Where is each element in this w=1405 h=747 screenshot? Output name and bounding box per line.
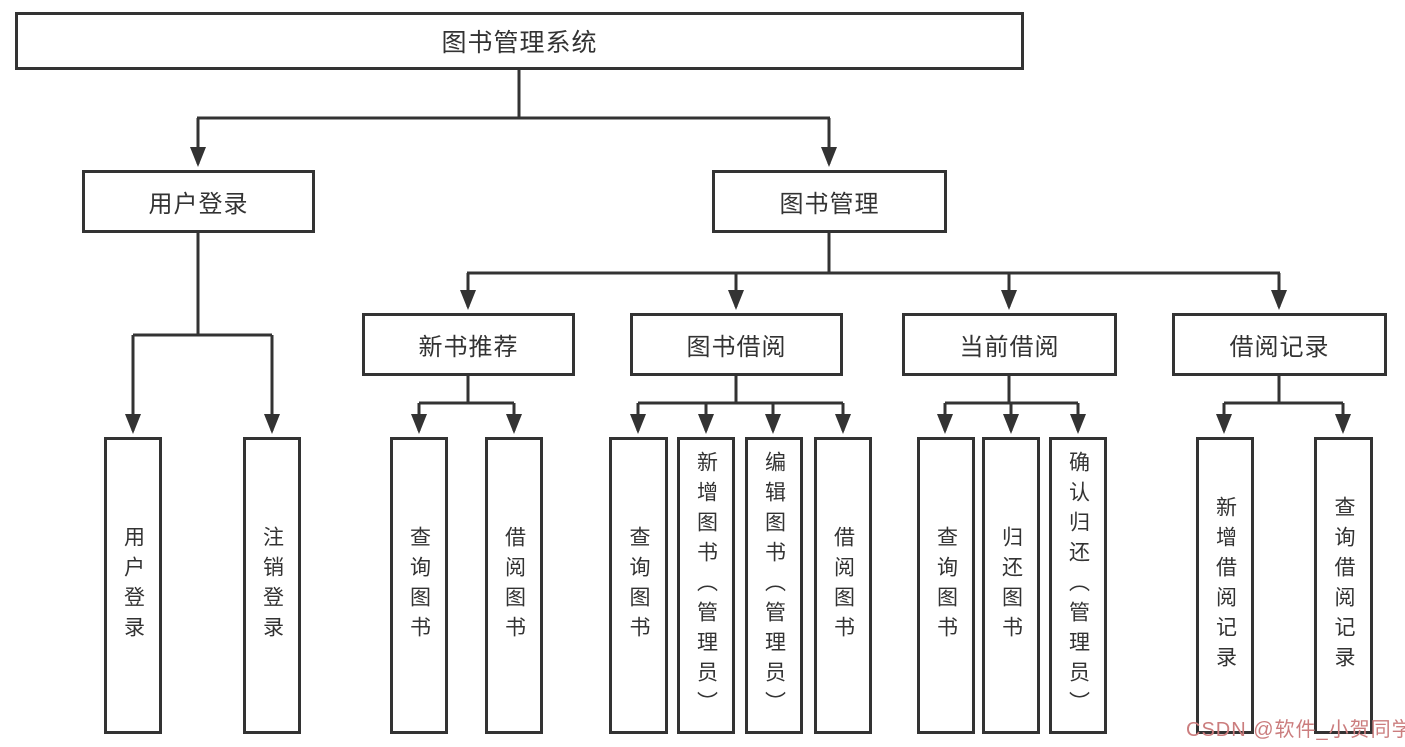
node-borrow-records-label: 借阅记录	[1229, 334, 1330, 361]
leaf-current-confirm-return-admin-label: 确认归还（管理员）	[1066, 450, 1090, 721]
leaf-records-query-record: 查询借阅记录	[1314, 437, 1373, 734]
leaf-records-add-record: 新增借阅记录	[1196, 437, 1254, 734]
node-new-book-recommend-label: 新书推荐	[418, 334, 519, 361]
csdn-watermark: CSDN @软件_小贺同学	[1186, 719, 1405, 741]
leaf-borrow-edit-books-admin-label: 编辑图书（管理员）	[762, 450, 786, 721]
node-borrow-records: 借阅记录	[1172, 313, 1387, 376]
leaf-records-query-record-label: 查询借阅记录	[1332, 495, 1355, 676]
node-root-label: 图书管理系统	[441, 29, 598, 57]
leaf-borrow-edit-books-admin: 编辑图书（管理员）	[745, 437, 803, 734]
node-book-borrow: 图书借阅	[630, 313, 843, 376]
leaf-current-query-books-label: 查询图书	[934, 525, 958, 646]
node-book-management: 图书管理	[712, 170, 947, 233]
leaf-current-return-books-label: 归还图书	[999, 525, 1023, 646]
leaf-borrow-borrow-books: 借阅图书	[814, 437, 872, 734]
leaf-recommend-query-books: 查询图书	[390, 437, 448, 734]
leaf-borrow-query-books: 查询图书	[609, 437, 668, 734]
leaf-borrow-query-books-label: 查询图书	[627, 525, 650, 646]
leaf-records-add-record-label: 新增借阅记录	[1213, 495, 1237, 676]
node-root: 图书管理系统	[15, 12, 1024, 70]
leaf-recommend-borrow-books: 借阅图书	[485, 437, 543, 734]
leaf-logout-label: 注销登录	[260, 525, 284, 646]
leaf-borrow-add-books-admin: 新增图书（管理员）	[677, 437, 735, 734]
leaf-user-login: 用户登录	[104, 437, 162, 734]
leaf-borrow-borrow-books-label: 借阅图书	[831, 525, 855, 646]
leaf-logout: 注销登录	[243, 437, 301, 734]
node-user-login: 用户登录	[82, 170, 315, 233]
leaf-recommend-query-books-label: 查询图书	[407, 525, 431, 646]
node-new-book-recommend: 新书推荐	[362, 313, 575, 376]
leaf-borrow-add-books-admin-label: 新增图书（管理员）	[694, 450, 718, 721]
node-current-borrow-label: 当前借阅	[959, 334, 1060, 361]
node-book-borrow-label: 图书借阅	[686, 334, 787, 361]
leaf-current-return-books: 归还图书	[982, 437, 1040, 734]
node-book-management-label: 图书管理	[779, 191, 880, 218]
leaf-current-confirm-return-admin: 确认归还（管理员）	[1049, 437, 1107, 734]
leaf-recommend-borrow-books-label: 借阅图书	[502, 525, 526, 646]
node-user-login-label: 用户登录	[148, 191, 249, 218]
leaf-current-query-books: 查询图书	[917, 437, 975, 734]
leaf-user-login-label: 用户登录	[121, 525, 145, 646]
node-current-borrow: 当前借阅	[902, 313, 1117, 376]
